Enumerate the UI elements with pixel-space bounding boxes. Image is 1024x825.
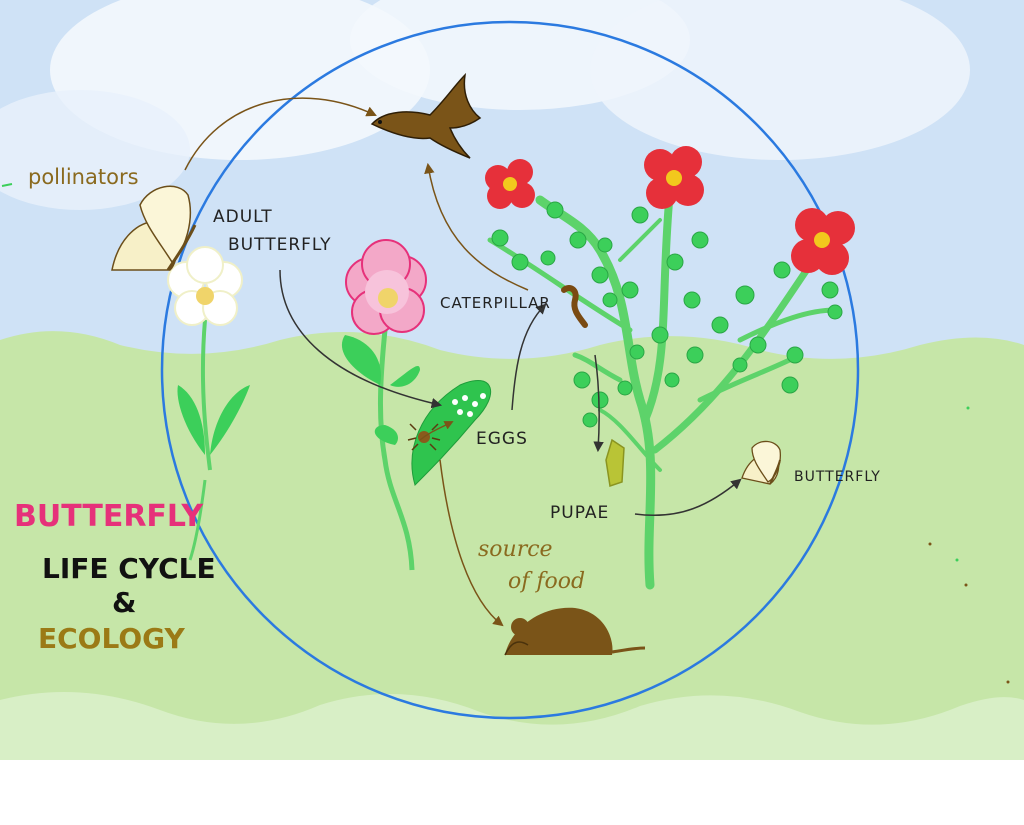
label-adult: ADULT xyxy=(213,207,273,227)
pupa-icon xyxy=(605,438,625,487)
butterfly-icon xyxy=(741,440,781,485)
ecosystem-circle xyxy=(160,20,860,720)
caterpillar-icon xyxy=(561,285,588,328)
decorative-dot xyxy=(966,406,970,410)
arrow-butterfly-to-eggs xyxy=(279,269,443,409)
arrow-spider-to-eggs xyxy=(419,421,454,441)
adult-butterfly-icon xyxy=(111,185,197,271)
label-caterpillar: CATERPILLAR xyxy=(440,294,551,312)
pink-flower-plant xyxy=(341,239,492,571)
label-source: source xyxy=(478,537,553,562)
red-flower xyxy=(485,159,535,209)
diagram-title: BUTTERFLY LIFE CYCLE & ECOLOGY xyxy=(14,499,216,655)
decorative-dot xyxy=(928,542,932,546)
label-pupae: PUPAE xyxy=(550,503,609,523)
arrow-pollinators-to-bird xyxy=(184,97,377,171)
white-flower xyxy=(167,246,243,326)
title-ecology: ECOLOGY xyxy=(38,622,185,655)
title-ampersand: & xyxy=(112,586,136,619)
title-life-cycle: LIFE CYCLE xyxy=(42,552,216,585)
bird-icon xyxy=(370,72,482,159)
label-of-food: of food xyxy=(508,569,585,594)
cycle-arrows xyxy=(184,97,742,627)
decorative-dot xyxy=(955,558,959,562)
pink-flower xyxy=(345,239,427,335)
decorative-dash xyxy=(1,183,13,187)
flowering-tree xyxy=(485,146,855,590)
arrow-caterpillar-to-pupae xyxy=(593,354,604,453)
mouse-icon xyxy=(504,607,646,656)
arrow-pupae-to-butterfly xyxy=(634,478,742,517)
label-eggs: EGGS xyxy=(476,429,528,449)
label-butterfly: BUTTERFLY xyxy=(794,469,881,485)
label-pollinators: pollinators xyxy=(28,165,139,189)
arrow-spider-to-mouse xyxy=(439,459,504,627)
arrow-caterpillar-to-bird xyxy=(424,162,529,291)
label-butterfly-adult: BUTTERFLY xyxy=(228,235,332,255)
red-flower xyxy=(644,146,704,209)
tree-leaves xyxy=(491,201,843,428)
decorative-dot xyxy=(1006,680,1010,684)
decorative-dot xyxy=(964,583,968,587)
red-flower xyxy=(791,208,855,275)
eggs-on-leaf xyxy=(452,393,486,417)
white-flower-plant xyxy=(167,246,250,561)
arrow-eggs-to-caterpillar xyxy=(511,303,547,411)
title-butterfly: BUTTERFLY xyxy=(14,499,204,534)
